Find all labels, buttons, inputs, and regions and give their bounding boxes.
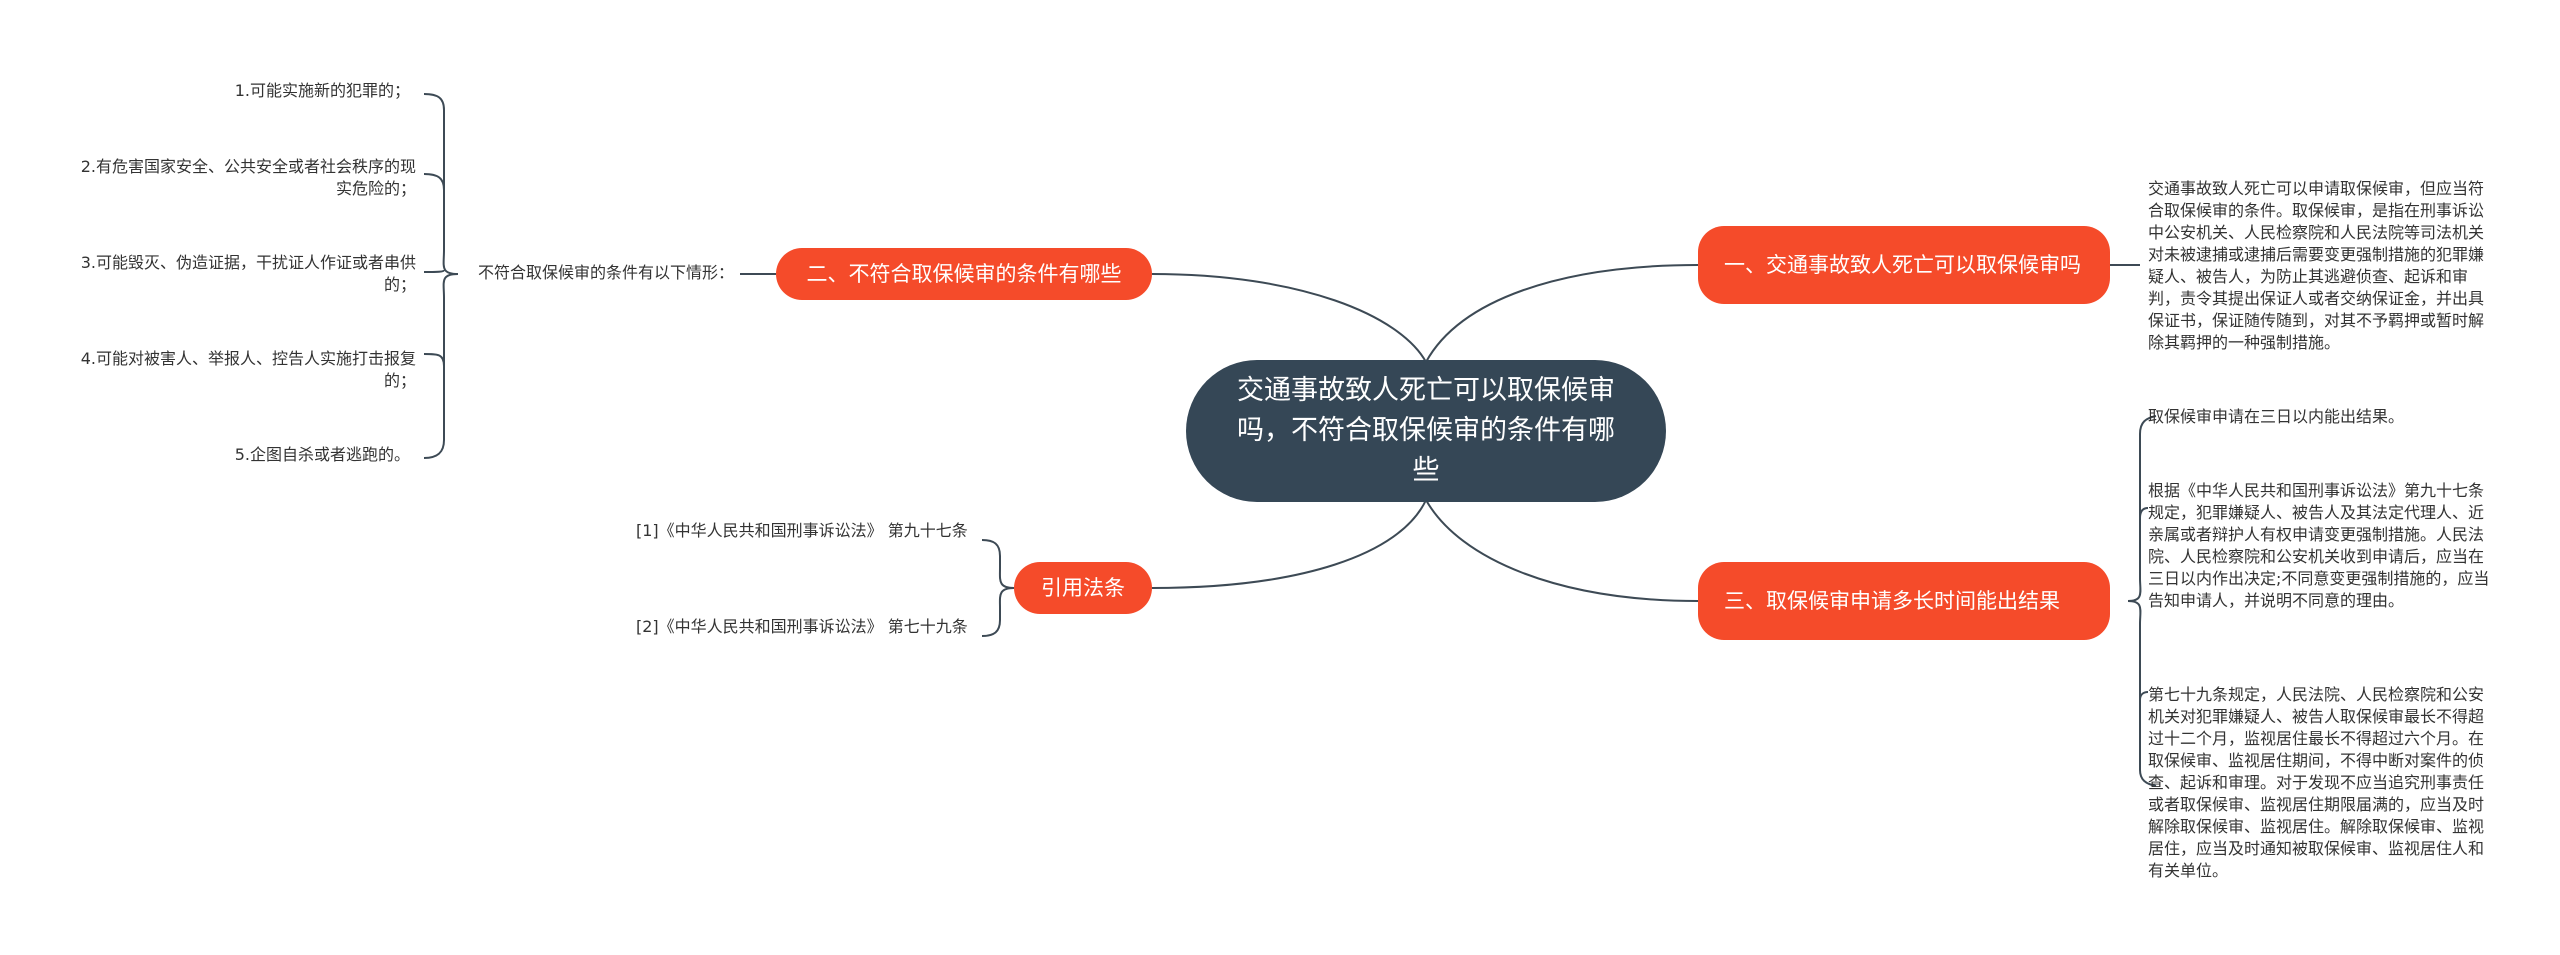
link-root-b4: [1151, 499, 1427, 589]
conditions-intro: 不符合取保候审的条件有以下情形：: [477, 263, 734, 282]
link-root-b3: [1425, 499, 1699, 602]
branch-result-time[interactable]: 三、取保候审申请多长时间能出结果: [1698, 562, 2110, 640]
brace-b3: [2127, 415, 2157, 787]
branch-label: 引用法条: [1041, 576, 1125, 600]
brace-b2: [423, 93, 459, 459]
condition-item: 3.可能毁灭、伪造证据，干扰证人作证或者串供的；: [80, 253, 416, 294]
root-topic[interactable]: 交通事故致人死亡可以取保候审吗，不符合取保候审的条件有哪些: [1186, 360, 1666, 502]
result-time-item: 取保候审申请在三日以内能出结果。: [2148, 407, 2405, 426]
condition-item: 2.有危害国家安全、公共安全或者社会秩序的现实危险的；: [80, 157, 416, 198]
result-time-item: 第七十九条规定，人民法院、人民检察院和公安机关对犯罪嫌疑人、被告人取保候审最长不…: [2148, 685, 2485, 880]
law-citation: [1]《中华人民共和国刑事诉讼法》 第九十七条: [636, 521, 968, 540]
condition-item: 4.可能对被害人、举报人、控告人实施打击报复的；: [80, 349, 416, 390]
condition-item: 5.企图自杀或者逃跑的。: [234, 445, 410, 464]
result-time-item: 根据《中华人民共和国刑事诉讼法》第九十七条规定，犯罪嫌疑人、被告人及其法定代理人…: [2148, 481, 2490, 610]
branch-can-bail[interactable]: 一、交通事故致人死亡可以取保候审吗: [1698, 226, 2110, 304]
branch-label: 二、不符合取保候审的条件有哪些: [806, 262, 1122, 286]
bail-definition-text: 交通事故致人死亡可以申请取保候审，但应当符合取保候审的条件。取保候审，是指在刑事…: [2148, 179, 2485, 352]
link-root-b1: [1425, 264, 1699, 363]
branch-label: 一、交通事故致人死亡可以取保候审吗: [1724, 253, 2081, 277]
branch-label: 三、取保候审申请多长时间能出结果: [1724, 589, 2060, 613]
law-citation: [2]《中华人民共和国刑事诉讼法》 第七十九条: [636, 617, 968, 636]
condition-item: 1.可能实施新的犯罪的；: [234, 81, 410, 100]
link-root-b2: [1151, 273, 1427, 363]
brace-b4: [981, 539, 1015, 637]
root-title: 交通事故致人死亡可以取保候审吗，不符合取保候审的条件有哪些: [1237, 375, 1615, 486]
branch-ineligible-conditions[interactable]: 二、不符合取保候审的条件有哪些: [776, 248, 1152, 300]
branch-cited-laws[interactable]: 引用法条: [1014, 562, 1152, 614]
